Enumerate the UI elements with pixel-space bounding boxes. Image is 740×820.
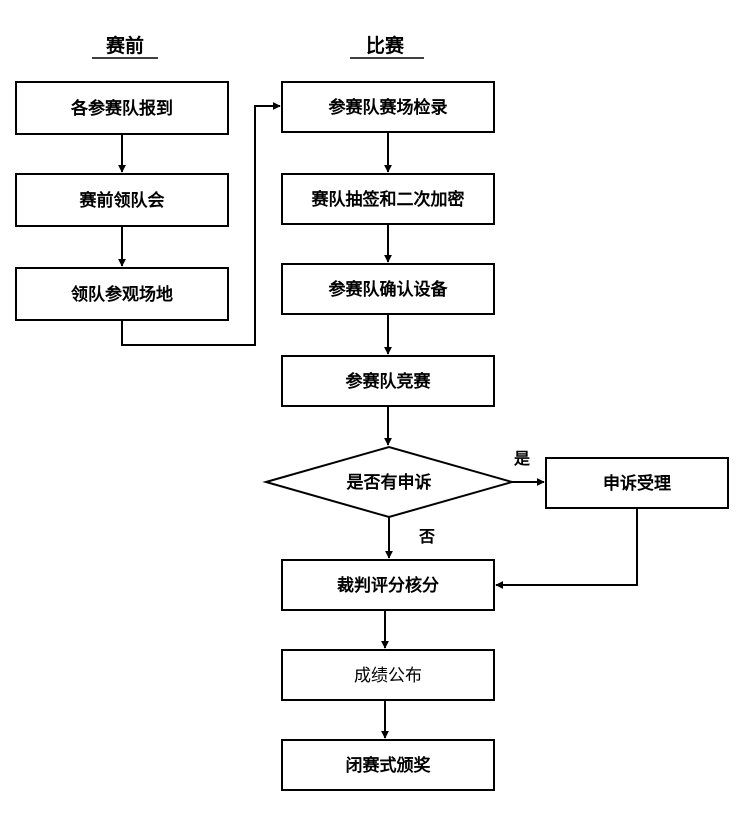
node-equipment-label: 参赛队确认设备 (329, 279, 449, 300)
node-scoring-box (281, 559, 495, 611)
header-pre-match: 赛前 (92, 34, 158, 59)
node-draw-label: 赛队抽签和二次加密 (311, 189, 465, 210)
node-appeal-accept-label: 申诉受理 (603, 473, 671, 494)
node-checkin: 各参赛队报到 (15, 81, 229, 135)
edge-label-no: 否 (418, 527, 435, 546)
node-meeting-box (15, 173, 229, 227)
node-inspection-label: 参赛队赛场检录 (329, 97, 448, 118)
node-equipment-box (281, 263, 495, 315)
edge-appeal-to-scoring (495, 508, 638, 589)
edge-visit-to-inspection (121, 102, 281, 346)
node-draw-box (281, 173, 495, 225)
node-visit-box (15, 267, 229, 321)
node-meeting-label: 赛前领队会 (79, 190, 165, 211)
node-inspection: 参赛队赛场检录 (281, 81, 495, 133)
node-inspection-box (281, 81, 495, 133)
node-closing: 闭赛式颁奖 (281, 739, 495, 791)
node-visit-label: 领队参观场地 (71, 284, 173, 305)
node-draw: 赛队抽签和二次加密 (281, 173, 495, 225)
node-compete-label: 参赛队竞赛 (346, 371, 432, 392)
node-meeting: 赛前领队会 (15, 173, 229, 227)
node-appeal-accept-box (545, 457, 729, 509)
node-compete-box (281, 355, 495, 407)
node-appeal-decision: 是否有申诉 (262, 445, 516, 519)
node-results-label: 成绩公布 (354, 666, 422, 686)
node-visit: 领队参观场地 (15, 267, 229, 321)
node-closing-label: 闭赛式颁奖 (346, 755, 432, 776)
node-scoring: 裁判评分核分 (281, 559, 495, 611)
header-match-text: 比赛 (366, 34, 405, 57)
node-checkin-label: 各参赛队报到 (70, 98, 173, 119)
header-pre-match-text: 赛前 (105, 34, 144, 57)
node-compete: 参赛队竞赛 (281, 355, 495, 407)
node-scoring-label: 裁判评分核分 (337, 575, 439, 596)
node-results-box (281, 649, 495, 701)
edge-label-yes: 是 (513, 449, 530, 468)
header-match: 比赛 (350, 34, 424, 59)
node-appeal-accept: 申诉受理 (545, 457, 729, 509)
node-results: 成绩公布 (281, 649, 495, 701)
node-checkin-box (15, 81, 229, 135)
node-equipment: 参赛队确认设备 (281, 263, 495, 315)
node-closing-box (281, 739, 495, 791)
node-appeal-decision-label: 是否有申诉 (347, 472, 432, 493)
